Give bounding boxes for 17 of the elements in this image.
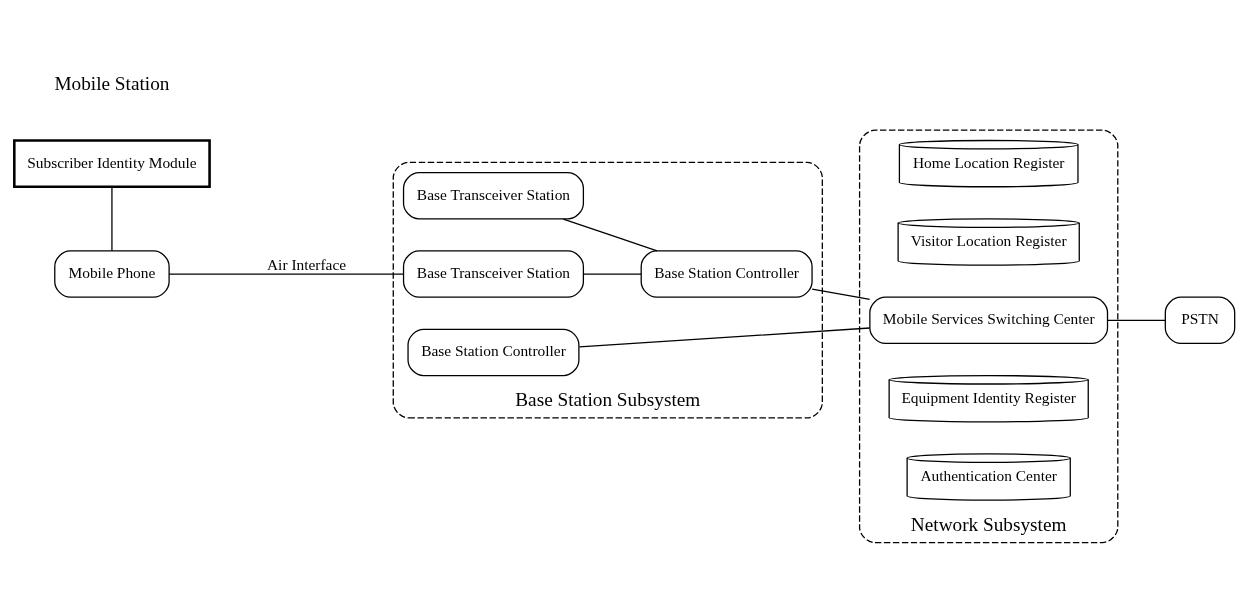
connector [1107,319,1166,321]
connector [111,185,113,251]
connector [811,288,871,300]
connector [562,217,658,252]
node-box: Base Transceiver Station [402,249,585,298]
node-box: PSTN [1164,296,1236,344]
edge-label: Air Interface [267,255,347,273]
node-box: Subscriber Identity Module [13,138,211,188]
node-box: Base Station Controller [407,328,580,376]
connector [168,272,404,275]
node-box: Mobile Phone [54,249,170,298]
label: Mobile Station [54,72,170,94]
connector [578,326,871,348]
connector [582,272,642,275]
node-box: Base Station Controller [640,249,813,298]
node-box: Mobile Services Switching Center [869,296,1109,344]
node-box: Base Transceiver Station [402,171,585,219]
